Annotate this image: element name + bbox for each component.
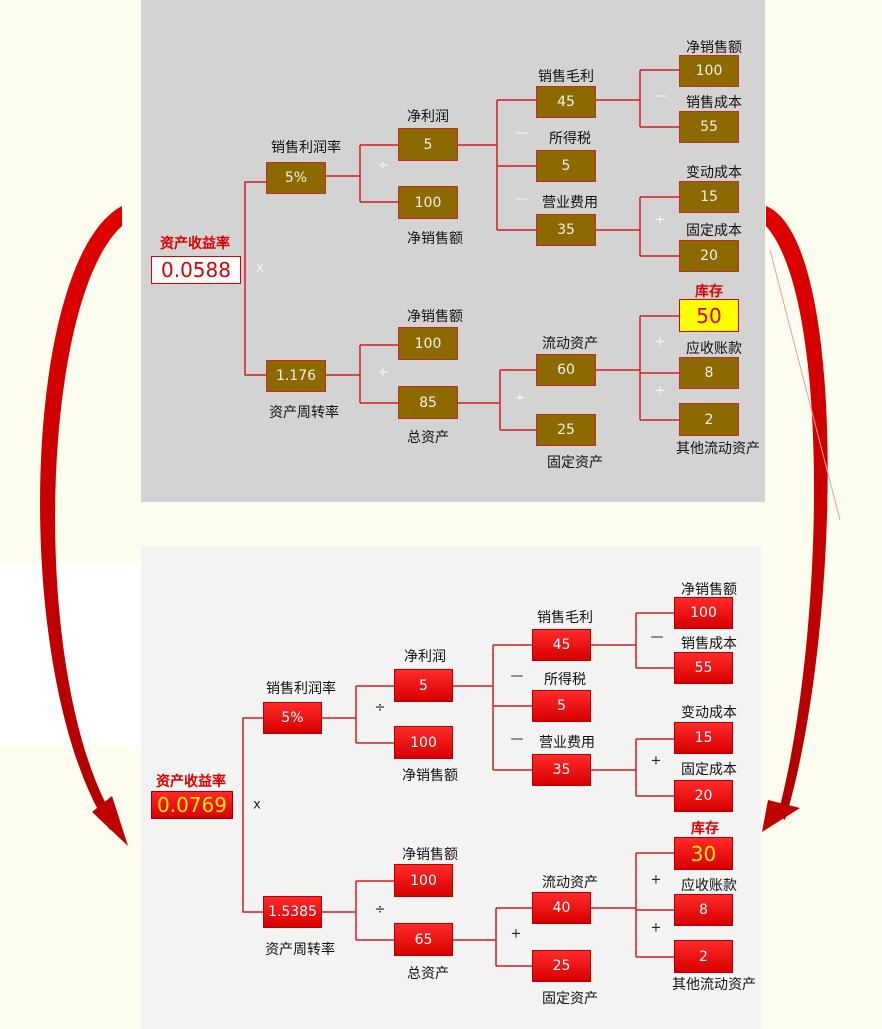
plus-op-top-inv-2: + xyxy=(654,383,666,399)
right-curve-arrow xyxy=(762,206,841,832)
divide-op-top-2: ÷ xyxy=(377,365,389,381)
asset-turnover-label-top: 资产周转率 xyxy=(269,405,339,421)
fixed-assets-label-top: 固定资产 xyxy=(547,455,603,471)
fixed-cost-label-top: 固定成本 xyxy=(686,223,742,239)
divide-op-bottom-1: ÷ xyxy=(374,700,386,716)
income-tax-box-bottom: 5 xyxy=(532,690,591,722)
plus-op-bottom-inv-2: + xyxy=(650,920,662,936)
minus-op-top-3: — xyxy=(654,88,668,104)
operating-expense-label-bottom: 营业费用 xyxy=(539,735,595,751)
operating-expense-box-top: 35 xyxy=(536,214,596,246)
net-sales-label-top-3: 净销售额 xyxy=(686,40,742,56)
net-sales-box-top-2: 100 xyxy=(398,327,458,360)
minus-op-bottom-3: — xyxy=(650,629,664,645)
gross-profit-box-bottom: 45 xyxy=(532,629,591,661)
cost-of-sales-label-top: 销售成本 xyxy=(686,95,742,111)
inventory-box-top: 50 xyxy=(679,299,739,332)
plus-op-top-cur: + xyxy=(514,390,526,406)
receivables-label-bottom: 应收账款 xyxy=(681,878,737,894)
roa-value-bottom: 0.0769 xyxy=(151,791,233,819)
variable-cost-box-bottom: 15 xyxy=(674,722,733,754)
current-assets-box-top: 60 xyxy=(536,354,596,386)
net-profit-box-top: 5 xyxy=(398,128,458,161)
net-sales-box-top: 100 xyxy=(398,186,458,219)
total-assets-label-top: 总资产 xyxy=(407,430,449,446)
asset-turnover-box-top: 1.176 xyxy=(266,360,326,392)
net-profit-label-bottom: 净利润 xyxy=(404,649,446,665)
net-margin-label-top: 销售利润率 xyxy=(271,140,341,156)
income-tax-box-top: 5 xyxy=(536,150,596,182)
net-sales-box-bottom-2: 100 xyxy=(394,864,453,897)
net-profit-label-top: 净利润 xyxy=(407,109,449,125)
receivables-box-bottom: 8 xyxy=(674,894,733,926)
divide-op-top-1: ÷ xyxy=(377,158,389,174)
minus-op-top-2: — xyxy=(514,191,528,207)
total-assets-label-bottom: 总资产 xyxy=(407,966,449,982)
asset-turnover-label-bottom: 资产周转率 xyxy=(265,942,335,958)
plus-op-bottom-inv-1: + xyxy=(650,872,662,888)
multiply-op-bottom: x xyxy=(253,797,261,813)
other-current-assets-label-bottom: 其他流动资产 xyxy=(672,977,756,993)
net-sales-label-bottom: 净销售额 xyxy=(402,768,458,784)
net-sales-label-top: 净销售额 xyxy=(407,231,463,247)
net-sales-box-top-3: 100 xyxy=(679,55,739,87)
cost-of-sales-box-bottom: 55 xyxy=(674,652,733,684)
current-assets-box-bottom: 40 xyxy=(532,892,591,924)
total-assets-box-top: 85 xyxy=(398,386,458,419)
other-current-assets-box-bottom: 2 xyxy=(674,940,733,973)
roa-value-top: 0.0588 xyxy=(151,256,241,284)
other-current-assets-label-top: 其他流动资产 xyxy=(676,441,760,457)
net-margin-box-bottom: 5% xyxy=(263,702,322,734)
plus-op-top-inv-1: + xyxy=(654,334,666,350)
variable-cost-label-bottom: 变动成本 xyxy=(681,705,737,721)
fixed-cost-box-bottom: 20 xyxy=(674,780,733,812)
current-assets-label-top: 流动资产 xyxy=(542,336,598,352)
total-assets-box-bottom: 65 xyxy=(394,923,453,956)
net-margin-box-top: 5% xyxy=(266,162,326,194)
gross-profit-label-bottom: 销售毛利 xyxy=(537,610,593,626)
fixed-assets-box-top: 25 xyxy=(536,414,596,446)
gross-profit-label-top: 销售毛利 xyxy=(538,69,594,85)
income-tax-label-top: 所得税 xyxy=(549,131,591,147)
roa-label-top: 资产收益率 xyxy=(160,236,230,252)
fixed-assets-box-bottom: 25 xyxy=(532,950,591,982)
net-sales-label-bottom-3: 净销售额 xyxy=(681,582,737,598)
multiply-op-top: x xyxy=(256,260,264,276)
plus-op-bottom-cost: + xyxy=(650,753,662,769)
current-assets-label-bottom: 流动资产 xyxy=(542,875,598,891)
operating-expense-box-bottom: 35 xyxy=(532,754,591,786)
asset-turnover-box-bottom: 1.5385 xyxy=(263,896,322,928)
income-tax-label-bottom: 所得税 xyxy=(544,672,586,688)
net-sales-label-top-2: 净销售额 xyxy=(407,309,463,325)
fixed-assets-label-bottom: 固定资产 xyxy=(542,991,598,1007)
gross-profit-box-top: 45 xyxy=(536,86,596,118)
minus-op-bottom-1: — xyxy=(510,668,524,684)
fixed-cost-label-bottom: 固定成本 xyxy=(681,762,737,778)
minus-op-bottom-2: — xyxy=(510,731,524,747)
net-profit-box-bottom: 5 xyxy=(394,669,453,702)
net-sales-box-bottom-3: 100 xyxy=(674,597,733,629)
fixed-cost-box-top: 20 xyxy=(679,240,739,272)
roa-label-bottom: 资产收益率 xyxy=(156,774,226,790)
inventory-label-top: 库存 xyxy=(695,284,723,300)
net-sales-box-bottom: 100 xyxy=(394,726,453,759)
net-sales-label-bottom-2: 净销售额 xyxy=(402,847,458,863)
cost-of-sales-label-bottom: 销售成本 xyxy=(681,636,737,652)
inventory-label-bottom: 库存 xyxy=(691,821,719,837)
minus-op-top-1: — xyxy=(514,125,528,141)
plus-op-top-cost: + xyxy=(654,212,666,228)
variable-cost-label-top: 变动成本 xyxy=(686,165,742,181)
receivables-label-top: 应收账款 xyxy=(686,341,742,357)
plus-op-bottom-cur: + xyxy=(510,926,522,942)
variable-cost-box-top: 15 xyxy=(679,181,739,213)
operating-expense-label-top: 营业费用 xyxy=(542,195,598,211)
divide-op-bottom-2: ÷ xyxy=(374,902,386,918)
other-current-assets-box-top: 2 xyxy=(679,403,739,436)
net-margin-label-bottom: 销售利润率 xyxy=(266,681,336,697)
cost-of-sales-box-top: 55 xyxy=(679,111,739,143)
left-curve-arrow xyxy=(40,206,128,846)
receivables-box-top: 8 xyxy=(679,357,739,389)
inventory-box-bottom: 30 xyxy=(674,837,733,870)
